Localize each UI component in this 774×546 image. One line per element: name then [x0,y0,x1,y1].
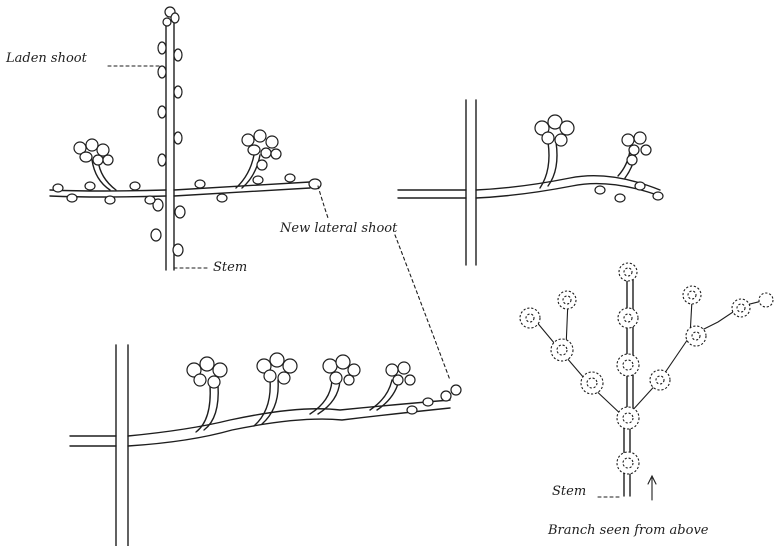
top-bud-cluster [163,7,179,26]
second-flower-cluster [622,132,651,165]
figure-branch-from-above [520,263,773,500]
pruned-arm-leaves [595,182,663,202]
rosettes [520,263,773,474]
spur-cluster-2 [257,353,297,384]
right-flower-cluster [242,130,281,170]
left-arm [50,190,166,191]
left-flower-cluster [74,139,113,165]
spur-cluster-1 [187,357,227,388]
new-lateral-leader-bottom [395,235,450,380]
figure-pruned-laterals [398,100,663,265]
spur-cluster-3 [323,355,360,385]
spur-cluster-4 [386,362,415,385]
figure-cordon-spurs [70,345,461,546]
stem-label: Stem [213,260,247,275]
branch-caption: Branch seen from above [547,523,709,538]
branch-stem-label: Stem [552,484,586,499]
new-lateral-shoot-label: New lateral shoot [279,221,398,236]
new-lateral-leader-top [318,186,328,218]
stem-leaves [151,42,185,256]
pruned-flower-cluster [535,115,574,146]
laden-shoot-label: Laden shoot [5,51,88,66]
